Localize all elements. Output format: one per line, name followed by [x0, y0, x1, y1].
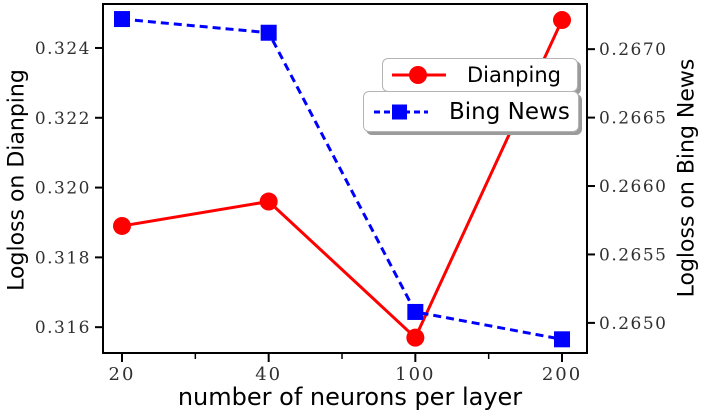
left-tick-label: 0.318 — [35, 248, 91, 268]
legend-dianping-label: Dianping — [467, 63, 561, 87]
legend-bing-news-marker-icon — [374, 104, 428, 119]
dianping-line — [121, 19, 564, 341]
right-tick-label: 0.2665 — [599, 109, 667, 129]
right-tick-label: 0.2670 — [599, 40, 667, 60]
data-point-bing-news-20 — [114, 11, 130, 28]
legend-bing-news: Bing News — [363, 91, 579, 132]
data-point-dianping-100 — [406, 328, 425, 347]
x-tick-label: 100 — [395, 364, 435, 385]
legend-bing-news-label: Bing News — [449, 98, 570, 125]
x-axis-label: number of neurons per layer — [177, 383, 523, 411]
left-tick-label: 0.316 — [35, 318, 91, 338]
right-tick-label: 0.2650 — [599, 314, 667, 334]
plot-frame — [102, 3, 588, 354]
left-tick-label: 0.320 — [35, 179, 91, 199]
left-y-axis-label: Logloss on Dianping — [4, 69, 30, 291]
right-tick-label: 0.2660 — [599, 177, 667, 197]
right-axis-ticks: 0.2650 0.2655 0.2660 0.2665 0.2670 — [587, 40, 667, 334]
x-axis-ticks: 20 40 100 200 — [109, 353, 582, 385]
legend-dianping-marker-icon — [392, 66, 446, 84]
data-point-dianping-200 — [553, 11, 572, 30]
data-point-bing-news-40 — [260, 24, 277, 41]
data-point-bing-news-200 — [554, 331, 571, 348]
bing-news-line — [121, 17, 563, 341]
data-point-dianping-40 — [259, 192, 278, 211]
right-y-axis-label: Logloss on Bing News — [674, 58, 700, 298]
data-point-bing-news-100 — [407, 303, 424, 320]
left-tick-label: 0.322 — [35, 109, 91, 129]
x-tick-label: 20 — [109, 364, 136, 385]
left-tick-label: 0.324 — [35, 39, 91, 59]
series-dianping — [113, 11, 572, 347]
legend-dianping: Dianping — [382, 58, 578, 92]
data-point-dianping-20 — [113, 216, 131, 235]
x-tick-label: 40 — [255, 364, 282, 385]
series-bing-news — [114, 11, 571, 348]
right-tick-label: 0.2655 — [599, 245, 667, 265]
x-tick-label: 200 — [542, 364, 582, 385]
left-axis-ticks: 0.316 0.318 0.320 0.322 0.324 — [35, 39, 103, 338]
